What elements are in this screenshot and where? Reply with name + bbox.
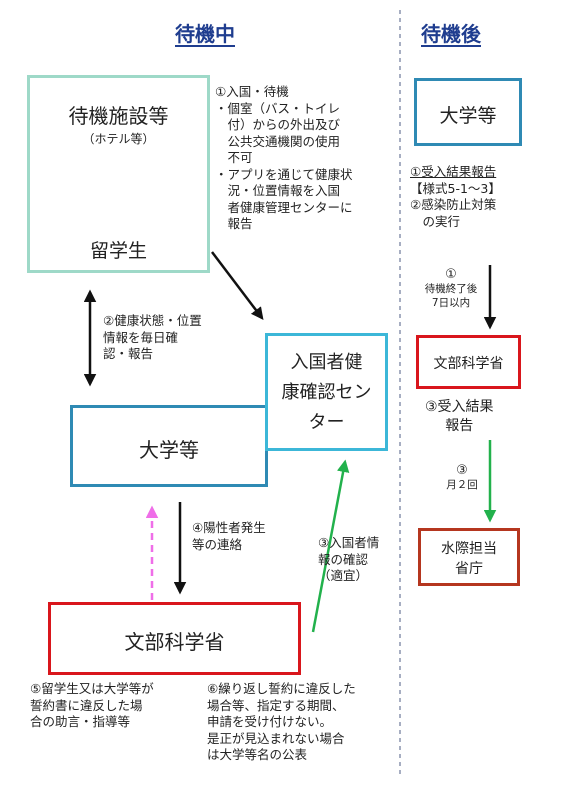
center-line-3: ター <box>308 412 345 433</box>
note-acceptance-result: ③受入結果 報告 <box>425 399 494 434</box>
university-left-label: 大学等 <box>139 438 199 462</box>
student-label: 留学生 <box>89 240 147 262</box>
note-entry-waiting: ①入国・待機 ・個室（バス・トイレ 付）からの外出及び 公共交通機関の使用 不可… <box>215 84 353 231</box>
note-twice-monthly: ③ 月２回 <box>446 463 478 491</box>
mext-left-label: 文部科学省 <box>124 630 225 654</box>
center-line-2: 康確認セン <box>281 382 372 403</box>
note-advice-guidance: ⑤留学生又は大学等が 誓約書に違反した場 合の助言・指導等 <box>30 681 154 729</box>
center-box: 入国者健 康確認セン ター <box>265 333 388 451</box>
mext-box-right: 文部科学省 <box>416 335 521 389</box>
heading-waiting: 待機中 <box>175 22 235 46</box>
mext-right-label: 文部科学省 <box>433 356 504 372</box>
mext-box-left: 文部科学省 <box>48 602 301 675</box>
water-border-line-1: 水際担当 <box>441 541 497 557</box>
center-line-1: 入国者健 <box>290 352 363 373</box>
university-box-right: 大学等 <box>414 78 522 146</box>
note-health-report: ②健康状態・位置 情報を毎日確 認・報告 <box>103 313 202 361</box>
facility-box: 待機施設等 （ホテル等） 留学生 <box>27 75 210 273</box>
heading-after-waiting: 待機後 <box>421 22 481 46</box>
note-repeated-violation: ⑥繰り返し誓約に違反した 場合等、指定する期間、 申請を受け付けない。 是正が見… <box>207 681 356 762</box>
water-border-line-2: 省庁 <box>455 561 483 577</box>
university-right-label: 大学等 <box>439 105 497 127</box>
note-acceptance-report: ①受入結果報告 【様式5-1～3】 ②感染防止対策 の実行 <box>410 164 501 229</box>
facility-title: 待機施設等 <box>68 104 169 128</box>
arrow-facility-to-center <box>211 251 264 320</box>
university-box-left: 大学等 <box>70 405 268 487</box>
note-within-7-days: ① 待機終了後 7日以内 <box>424 267 478 310</box>
note-entry-confirm: ③入国者情 報の確認 （適宜） <box>318 535 380 583</box>
facility-subtitle: （ホテル等） <box>82 132 155 146</box>
arrow-mext-to-center <box>311 459 350 633</box>
note-positive-contact: ④陽性者発生 等の連絡 <box>192 520 266 552</box>
water-border-box: 水際担当 省庁 <box>418 528 520 586</box>
